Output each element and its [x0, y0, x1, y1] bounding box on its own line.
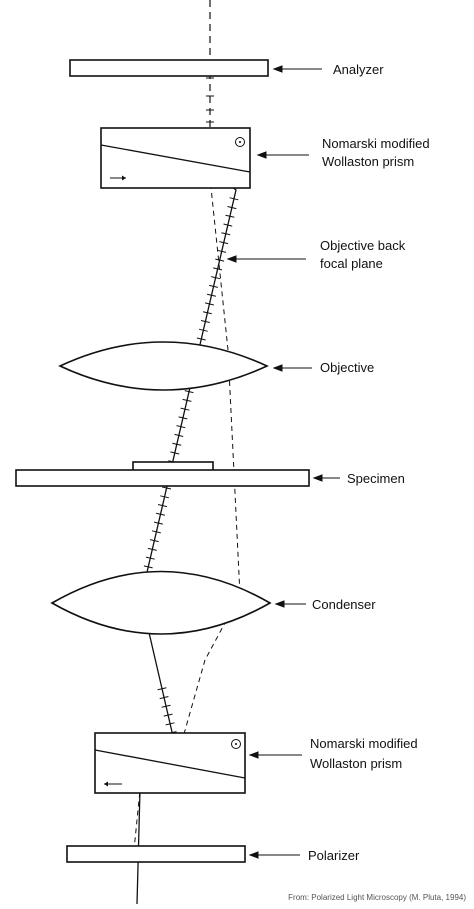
hatch-mark [221, 232, 231, 236]
analyzer-label: Analyzer [333, 62, 384, 77]
polarizer-plate [66, 845, 246, 863]
hatch-mark [180, 407, 190, 411]
specimen-label: Specimen [347, 471, 405, 486]
hatch-mark [202, 311, 212, 315]
analyzer-plate [69, 59, 269, 77]
hatch-mark [200, 320, 210, 323]
hatch-mark [198, 328, 208, 332]
hatch-mark [178, 416, 188, 420]
polarizer-label: Polarizer [308, 848, 360, 863]
condenser-lens [50, 570, 272, 635]
hatch-mark [209, 284, 219, 288]
hatch-mark [163, 713, 173, 717]
hatch-mark [184, 390, 194, 394]
back-focal-label-line2: focal plane [320, 256, 383, 271]
hatch-mark [151, 530, 161, 534]
hatch-mark [182, 398, 192, 402]
hatch-mark [215, 258, 225, 262]
bottom-prism-label-line1: Nomarski modified [310, 736, 418, 751]
hatch-mark [153, 521, 163, 525]
hatch-mark [213, 267, 223, 271]
top-wollaston-prism [100, 127, 251, 189]
hatch-mark [143, 565, 153, 569]
hatch-mark [157, 504, 168, 508]
bottom-prism-label-line2: Wollaston prism [310, 756, 402, 771]
objective-lens [58, 341, 269, 391]
hatched-ray [136, 169, 237, 905]
condenser-label: Condenser [312, 597, 376, 612]
pointer-arrows [226, 65, 340, 859]
objective-label: Objective [320, 360, 374, 375]
hatch-mark [229, 197, 239, 201]
hatch-mark [147, 547, 157, 551]
hatch-mark [227, 206, 237, 210]
hatch-mark [172, 442, 182, 446]
hatch-mark [174, 433, 184, 437]
hatch-mark [223, 223, 233, 227]
hatch-mark [219, 241, 229, 245]
hatch-mark [165, 722, 175, 726]
hatch-mark [155, 512, 166, 516]
hatch-mark [176, 425, 186, 429]
axis-ticks [206, 77, 214, 123]
hatch-mark [217, 249, 227, 253]
hatch-mark [204, 302, 214, 306]
hatch-mark [159, 696, 169, 700]
hatch-mark [211, 276, 221, 280]
top-prism-label-line1: Nomarski modified [322, 136, 430, 151]
hatch-mark [145, 556, 155, 560]
hatch-mark [162, 486, 172, 490]
hatch-mark [170, 451, 180, 455]
back-focal-label-line1: Objective back [320, 238, 406, 253]
bottom-wollaston-prism [94, 732, 246, 794]
top-prism-label-line2: Wollaston prism [322, 154, 414, 169]
hatch-mark [196, 337, 206, 341]
hatch-mark [161, 704, 171, 708]
hatch-mark [225, 214, 235, 218]
specimen-slide [15, 461, 310, 487]
hatch-mark [149, 539, 159, 543]
hatch-mark [160, 495, 170, 499]
source-credit: From: Polarized Light Microscopy (M. Plu… [288, 893, 466, 902]
hatch-mark [206, 293, 217, 297]
hatch-mark [157, 687, 167, 691]
